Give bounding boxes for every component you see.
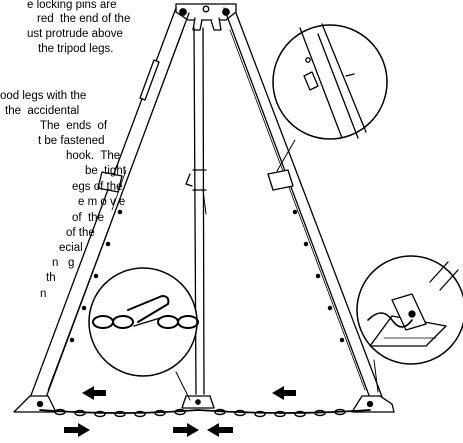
arrow-right-1 (64, 423, 90, 437)
text-line-18: n (40, 288, 47, 300)
callout-chain-hook (88, 267, 199, 401)
tripod-foot-right (351, 395, 395, 413)
text-line-7: The ends of (40, 120, 108, 132)
text-line-15: ecial (59, 242, 83, 254)
text-line-10: be tight (85, 165, 126, 177)
arrow-left-3 (207, 423, 233, 437)
arrow-right-2 (173, 423, 199, 437)
text-line-13: of the (72, 212, 104, 224)
tripod-head (175, 3, 237, 31)
callout-foot-chain (356, 255, 463, 393)
text-line-14: of the (66, 227, 95, 239)
text-line-8: t be fastened (38, 135, 105, 147)
arrow-left-1 (82, 386, 106, 400)
text-line-11: egs of the (72, 181, 123, 193)
tripod-leg-left (29, 7, 190, 404)
text-line-6: the accidental (5, 105, 80, 117)
text-line-2: red the end of the (37, 13, 131, 25)
tripod-leg-right (223, 7, 385, 403)
floor-chain (39, 408, 371, 418)
text-line-4: the tripod legs. (38, 43, 114, 55)
text-line-17: th (46, 272, 56, 284)
text-line-16: n g (52, 257, 75, 269)
tripod-foot-left (13, 395, 57, 413)
text-line-3: ust protrude above (27, 28, 123, 40)
text-line-1: e locking pins are (27, 0, 117, 11)
text-line-9: hook. The (66, 150, 121, 162)
text-line-12: e m o v e (78, 196, 126, 208)
callout-leg-lock (272, 23, 388, 172)
text-line-5: ood legs with the (0, 90, 87, 102)
arrow-left-2 (272, 386, 296, 400)
